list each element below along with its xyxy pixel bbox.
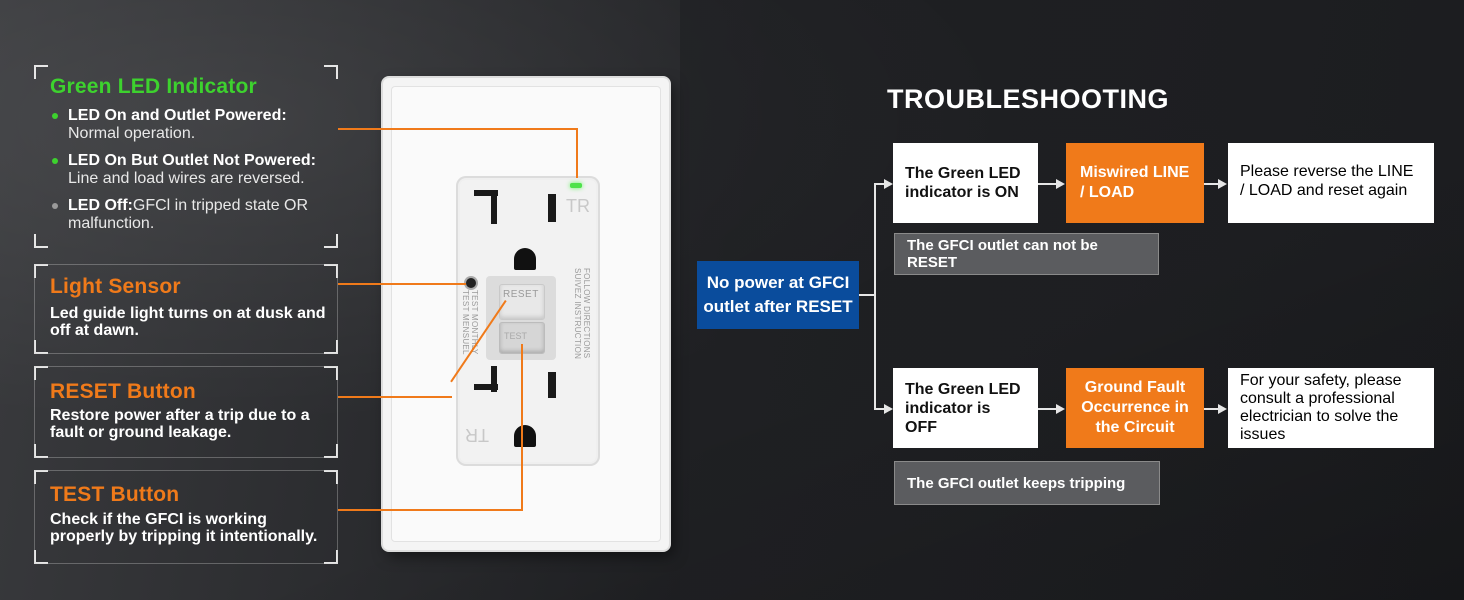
arrow-icon [884, 404, 893, 414]
light-sensor-icon [466, 278, 476, 288]
wall-plate [383, 78, 669, 550]
leader-line [338, 283, 466, 285]
arrow-icon [1218, 179, 1227, 189]
arrow-icon [1218, 404, 1227, 414]
reset-desc: Restore power after a trip due to a faul… [50, 407, 310, 441]
led-status-list: LED On and Outlet Powered:Normal operati… [50, 107, 334, 242]
connector [1204, 183, 1220, 185]
arrow-icon [1056, 179, 1065, 189]
list-item: LED On But Outlet Not Powered:Line and l… [50, 152, 334, 188]
reset-title: RESET Button [50, 380, 196, 403]
note-keeps-tripping: The GFCI outlet keeps tripping [894, 461, 1160, 505]
ground-hole [514, 425, 536, 447]
outlet-side-text-right: FOLLOW DIRECTIONS SUIVEZ INSTRUCTION [573, 268, 591, 360]
solution-electrician: For your safety, please consult a profes… [1228, 368, 1434, 448]
troubleshooting-title: TROUBLESHOOTING [887, 84, 1169, 114]
leader-line [521, 344, 523, 511]
outlet-side-text-left: TEST MONTHLY TEST MENSUEL [461, 290, 479, 355]
light-sensor-desc: Led guide light turns on at dusk and off… [50, 305, 326, 339]
outlet-reset-button[interactable]: RESET [499, 284, 545, 320]
arrow-icon [1056, 404, 1065, 414]
condition-led-on: The Green LED indicator is ON [893, 143, 1038, 223]
outlet-slot [491, 366, 497, 392]
leader-line [338, 128, 576, 130]
leader-line [338, 509, 522, 511]
test-desc: Check if the GFCI is working properly by… [50, 511, 318, 545]
arrow-icon [884, 179, 893, 189]
cause-ground-fault: Ground Fault Occurrence in the Circuit [1066, 368, 1204, 448]
cause-miswired: Miswired LINE / LOAD [1066, 143, 1204, 223]
tr-mark: TR [566, 196, 590, 216]
leader-line [576, 128, 578, 178]
light-sensor-callout: Light Sensor Led guide light turns on at… [34, 264, 338, 354]
led-callout: Green LED Indicator LED On and Outlet Po… [34, 65, 338, 248]
list-item: LED Off:GFCl in tripped state OR malfunc… [50, 197, 334, 233]
condition-led-off: The Green LED indicator is OFF [893, 368, 1038, 448]
connector [874, 183, 886, 185]
connector [874, 183, 876, 410]
green-led-icon [570, 183, 582, 188]
outlet-slot [474, 190, 498, 196]
connector [874, 408, 886, 410]
list-item: LED On and Outlet Powered:Normal operati… [50, 107, 334, 143]
solution-reverse: Please reverse the LINE / LOAD and reset… [1228, 143, 1434, 223]
test-title: TEST Button [50, 483, 180, 506]
connector [1204, 408, 1220, 410]
outlet-slot [548, 194, 556, 222]
ground-hole [514, 248, 536, 270]
leader-line [338, 396, 452, 398]
start-box: No power at GFCI outlet after RESET [697, 261, 859, 329]
outlet-slot [548, 372, 556, 398]
note-cannot-reset: The GFCI outlet can not be RESET [894, 233, 1159, 275]
outlet-slot [491, 190, 497, 224]
reset-callout: RESET Button Restore power after a trip … [34, 366, 338, 458]
outlet-slot [474, 384, 498, 390]
led-callout-title: Green LED Indicator [50, 75, 257, 98]
light-sensor-title: Light Sensor [50, 275, 181, 298]
tr-mark: TR [465, 425, 489, 445]
test-callout: TEST Button Check if the GFCI is working… [34, 470, 338, 564]
connector [1038, 183, 1058, 185]
connector [1038, 408, 1058, 410]
connector [859, 294, 875, 296]
